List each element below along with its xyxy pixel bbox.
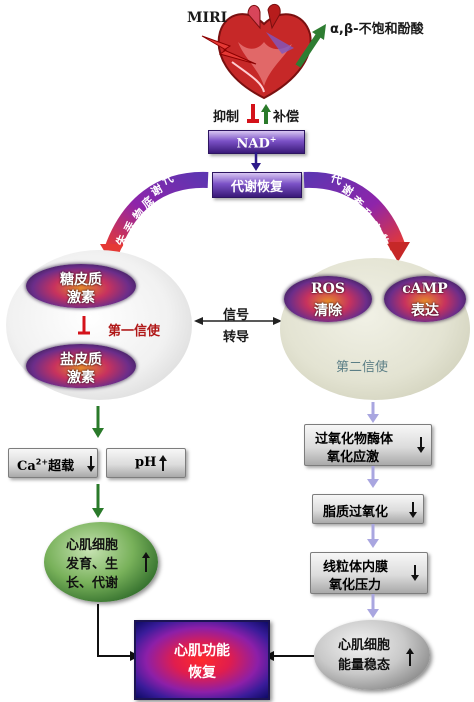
compensate-label: 补偿 xyxy=(273,110,300,125)
camp-cloud: cAMP 表达 xyxy=(384,276,466,322)
compensate-arrow-icon xyxy=(261,104,271,124)
heart-illustration xyxy=(217,4,312,100)
mito-line1: 线粒体内膜 xyxy=(323,560,389,575)
right-arrow-2 xyxy=(367,466,379,488)
cardiac-function-recovery-box: 心肌功能 恢复 xyxy=(134,620,270,700)
nad-down-arrow xyxy=(251,152,261,171)
signal-line2: 转导 xyxy=(223,330,250,345)
down-arrow-icon xyxy=(411,565,419,581)
up-arrow-icon xyxy=(406,648,414,666)
peroxisome-box: 过氧化物酶体 氧化应激 xyxy=(304,424,432,466)
left-arrow-2 xyxy=(92,484,104,518)
cell-line2: 发育、生 xyxy=(66,557,119,572)
right-to-result-arrow xyxy=(264,651,314,661)
right-arrow-4 xyxy=(367,594,379,618)
glucocorticoid-cloud: 糖皮质 激素 xyxy=(26,264,136,308)
glucocorticoid-line2: 激素 xyxy=(67,290,95,306)
ros-cloud: ROS 清除 xyxy=(284,276,372,322)
ros-line2: 清除 xyxy=(314,303,342,319)
inhibit-label: 抑制 xyxy=(213,110,240,125)
up-arrow-icon xyxy=(159,455,167,471)
mineralocorticoid-cloud: 盐皮质 激素 xyxy=(26,344,136,388)
lipid-text: 脂质过氧化 xyxy=(323,505,389,520)
peroxisome-line1: 过氧化物酶体 xyxy=(315,432,394,447)
result-line2: 恢复 xyxy=(188,665,216,681)
glucocorticoid-line1: 糖皮质 xyxy=(60,272,102,288)
lightning-icon xyxy=(201,35,257,65)
energy-line2: 能量稳态 xyxy=(338,658,391,673)
right-arrow-1 xyxy=(367,402,379,423)
camp-line1: cAMP xyxy=(402,281,448,297)
lipid-peroxidation-box: 脂质过氧化 xyxy=(312,494,424,524)
camp-line2: 表达 xyxy=(411,303,439,319)
signal-double-arrow xyxy=(194,317,282,325)
left-arrow-1 xyxy=(92,406,104,438)
calcium-overload-box: Ca2+超载 xyxy=(8,448,98,478)
mineralocorticoid-line1: 盐皮质 xyxy=(60,352,102,368)
cardiomyocyte-development-circle: 心肌细胞 发育、生 长、代谢 xyxy=(44,522,158,602)
ph-text: pH xyxy=(135,455,157,470)
right-arrow-3 xyxy=(367,524,379,548)
down-arrow-icon xyxy=(409,502,417,518)
second-messenger-label: 第二信使 xyxy=(336,360,389,375)
ros-line1: ROS xyxy=(311,281,345,297)
up-arrow-icon xyxy=(142,552,150,572)
nad-sup: + xyxy=(269,134,277,144)
cell-line3: 长、代谢 xyxy=(66,576,119,591)
down-arrow-icon xyxy=(87,456,95,472)
metabolic-recovery-text: 代谢恢复 xyxy=(230,180,283,195)
inhibit-symbol xyxy=(247,104,259,123)
mito-line2: 氧化压力 xyxy=(329,578,382,593)
inhibit-symbol-messenger xyxy=(78,316,90,335)
green-arrow-icon xyxy=(295,24,326,68)
signal-line1: 信号 xyxy=(223,308,250,323)
metabolic-recovery-box: 代谢恢复 xyxy=(212,172,302,198)
first-messenger-label: 第一信使 xyxy=(108,324,161,339)
ca-rest: 超载 xyxy=(48,459,75,474)
miri-label: MIRI xyxy=(187,10,228,26)
result-line1: 心肌功能 xyxy=(174,643,230,659)
energy-homeostasis-circle: 心肌细胞 能量稳态 xyxy=(314,620,430,690)
energy-line1: 心肌细胞 xyxy=(338,638,391,653)
nad-text: NAD xyxy=(236,136,270,152)
acid-label: α,β-不饱和酚酸 xyxy=(330,22,424,37)
nad-box: NAD+ xyxy=(208,130,305,154)
ph-box: pH xyxy=(106,448,186,478)
left-elbow-arrow xyxy=(97,604,140,661)
peroxisome-line2: 氧化应激 xyxy=(327,450,380,465)
ca-text: Ca xyxy=(17,459,36,474)
cell-line1: 心肌细胞 xyxy=(66,538,119,553)
down-arrow-icon xyxy=(417,437,425,453)
mineralocorticoid-line2: 激素 xyxy=(67,370,95,386)
mitochondria-box: 线粒体内膜 氧化压力 xyxy=(310,552,428,594)
ca-sup: 2+ xyxy=(35,457,49,467)
